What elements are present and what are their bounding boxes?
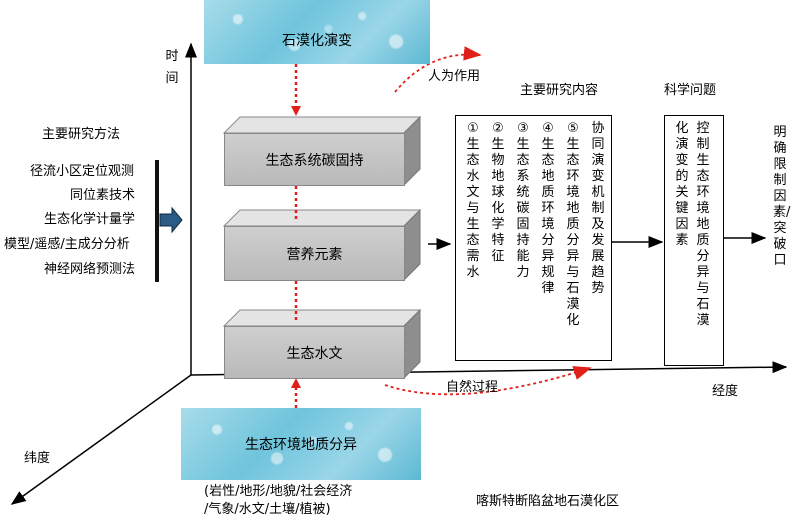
content-title: 主要研究内容 — [520, 83, 599, 98]
bottom-box-note-2: /气象/水文/土壤/植被) — [204, 502, 331, 517]
content-col-4: ④生态地质环境分异规律 — [541, 121, 555, 296]
bottom-water-box: 生态环境地质分异 — [181, 408, 421, 480]
right-conclusion-label: 明确限制因素/突破口 — [773, 125, 791, 268]
block-carbon-label: 生态系统碳固持 — [265, 152, 364, 169]
block-nutrients-label: 营养元素 — [286, 246, 343, 263]
content-col-2: ②生物地球化学特征 — [491, 121, 505, 264]
block-carbon: 生态系统碳固持 — [224, 133, 405, 186]
science-title: 科学问题 — [664, 83, 717, 98]
top-box-label: 石漠化演变 — [282, 33, 352, 49]
content-col-3: ③生态系统碳固持能力 — [516, 121, 530, 280]
method-item: 同位素技术 — [70, 188, 136, 203]
latitude-axis — [10, 374, 192, 505]
block-hydrology: 生态水文 — [224, 326, 405, 379]
method-item: 生态化学计量学 — [44, 212, 136, 227]
content-box — [455, 115, 612, 361]
method-item: 径流小区定位观测 — [30, 164, 135, 179]
block-hydrology-label: 生态水文 — [286, 345, 343, 362]
axis-longitude-label: 经度 — [712, 384, 739, 399]
top-water-box: 石漠化演变 — [204, 0, 430, 64]
method-item: 神经网络预测法 — [44, 262, 136, 277]
content-col-1: ①生态水文与生态需水 — [466, 121, 480, 280]
content-col-5: ⑤生态环境地质分异与石漠化 — [566, 121, 580, 328]
region-label: 喀斯特断陷盆地石漠化区 — [476, 494, 620, 509]
method-item: 模型/遥感/主成分分析 — [4, 237, 130, 252]
science-col-1: 控制生态环境地质分异与石漠 — [696, 121, 710, 328]
natural-process-label: 自然过程 — [446, 380, 499, 395]
axis-time-label: 时间 — [165, 49, 179, 86]
axis-latitude-label: 纬度 — [24, 451, 51, 466]
bottom-box-label: 生态环境地质分异 — [245, 437, 357, 453]
bottom-box-note-1: (岩性/地形/地貌/社会经济 — [204, 484, 353, 499]
methods-title: 主要研究方法 — [42, 127, 121, 142]
block-nutrients: 营养元素 — [224, 226, 405, 281]
science-col-2: 化演变的关键因素 — [675, 121, 689, 248]
human-action-label: 人为作用 — [428, 69, 481, 84]
science-box — [664, 115, 724, 366]
content-col-6: 协同演变机制及发展趋势 — [591, 121, 605, 296]
